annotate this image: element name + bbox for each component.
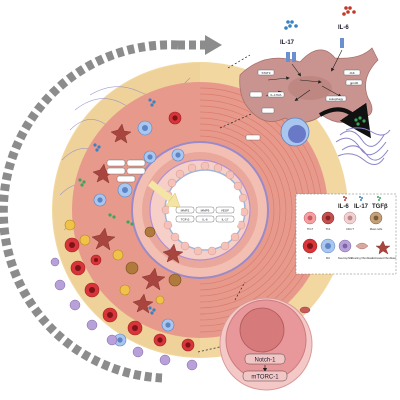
intima-labels: MMP2 MMP9 VEGF TGF-β IL-6 IL-17 xyxy=(175,206,235,223)
m2-macrophages xyxy=(64,219,165,305)
legend-row2: M1 M2 Neutrophils Resting fibroblast Act… xyxy=(302,238,396,260)
pathway-label-4: gp130 xyxy=(350,81,359,85)
legend-tgfb: TGFβ xyxy=(372,204,388,210)
yellow-arrow xyxy=(147,180,181,208)
legend-il6: IL-6 xyxy=(338,204,349,210)
cell-detail-panel: Notch-1 mTORC-1 xyxy=(219,297,313,391)
legend-panel: IL-6 IL-17 TGFβ Th17 Th1 CD4 T Mast cell… xyxy=(295,193,397,275)
lymphocyte-detail xyxy=(280,117,310,147)
pathway-label-3: JAK xyxy=(349,71,355,75)
legend-th1: Th1 xyxy=(326,227,331,231)
collagen-dots xyxy=(354,116,366,126)
intima-label-1: MMP9 xyxy=(201,208,210,212)
arrow-head-icon xyxy=(205,35,222,55)
intima-label-0: MMP2 xyxy=(181,208,190,212)
m1-macrophages xyxy=(64,111,195,352)
legend-mast: Mast cells xyxy=(370,227,383,231)
il17-dots xyxy=(284,20,298,30)
pathway-label-0: STAT3 xyxy=(262,71,271,75)
immune-infiltrate xyxy=(50,98,198,371)
legend-m1: M1 xyxy=(308,256,312,260)
notch1-label: Notch-1 xyxy=(254,358,276,364)
activated-fibroblasts xyxy=(91,123,184,314)
pathway-boxes: STAT3 IL-17RA Autophagy JAK gp130 xyxy=(257,69,363,102)
il17-top-label: IL-17 xyxy=(280,40,295,46)
intima-label-4: IL-6 xyxy=(202,217,208,221)
pathway-label-1: IL-17RA xyxy=(270,93,281,97)
collagen-fibers xyxy=(335,127,391,165)
circular-arrow xyxy=(0,35,222,383)
legend-cd4: CD4 T xyxy=(346,227,354,231)
legend-resting-fibroblast: Resting fibroblast xyxy=(351,256,373,260)
legend-cytokines: IL-6 IL-17 TGFβ xyxy=(338,196,388,210)
mtorc1-label: mTORC-1 xyxy=(251,375,279,381)
legend-il17: IL-17 xyxy=(354,204,369,210)
legend-th17: Th17 xyxy=(307,227,314,231)
mtorc1-box xyxy=(242,370,288,382)
collagen-arrow xyxy=(318,102,372,139)
cell-nucleus xyxy=(239,307,285,353)
il17-receptor xyxy=(286,52,296,62)
neutrophils xyxy=(50,257,198,371)
il6-dots xyxy=(342,6,356,16)
notch1-box xyxy=(244,353,286,365)
legend-neutrophils: Neutrophils xyxy=(338,256,353,260)
il6-top-label: IL-6 xyxy=(338,25,349,31)
legend-row1: Th17 Th1 CD4 T Mast cells xyxy=(303,211,383,231)
legend-m2: M2 xyxy=(326,256,330,260)
intima-label-3: TGF-β xyxy=(181,217,190,221)
pathway-label-2: Autophagy xyxy=(329,97,344,101)
intima-label-2: VEGF xyxy=(221,208,229,212)
legend-activated-fibroblast: Activated fibroblast xyxy=(372,256,396,260)
media-label-boxes xyxy=(106,159,146,183)
il6-receptor xyxy=(340,38,344,48)
t-cells-blue xyxy=(93,120,185,347)
intima-label-5: IL-17 xyxy=(222,217,229,221)
mast-cells xyxy=(125,226,182,287)
cytokine-dots xyxy=(78,98,156,315)
